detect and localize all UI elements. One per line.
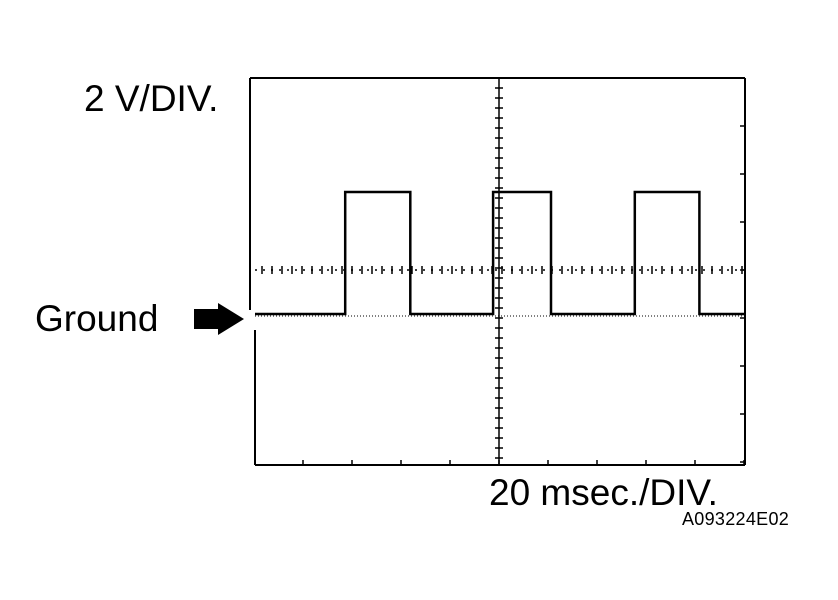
ground-label: Ground [35, 298, 159, 339]
graticule-ticks [261, 87, 745, 465]
center-axes [255, 78, 745, 465]
figure-id: A093224E02 [682, 509, 790, 529]
square-wave-trace [255, 190, 745, 316]
time-scale-label: 20 msec./DIV. [489, 472, 718, 513]
screen-frame [249, 77, 746, 466]
voltage-scale-label: 2 V/DIV. [84, 78, 219, 119]
ground-arrow-icon [194, 303, 244, 335]
